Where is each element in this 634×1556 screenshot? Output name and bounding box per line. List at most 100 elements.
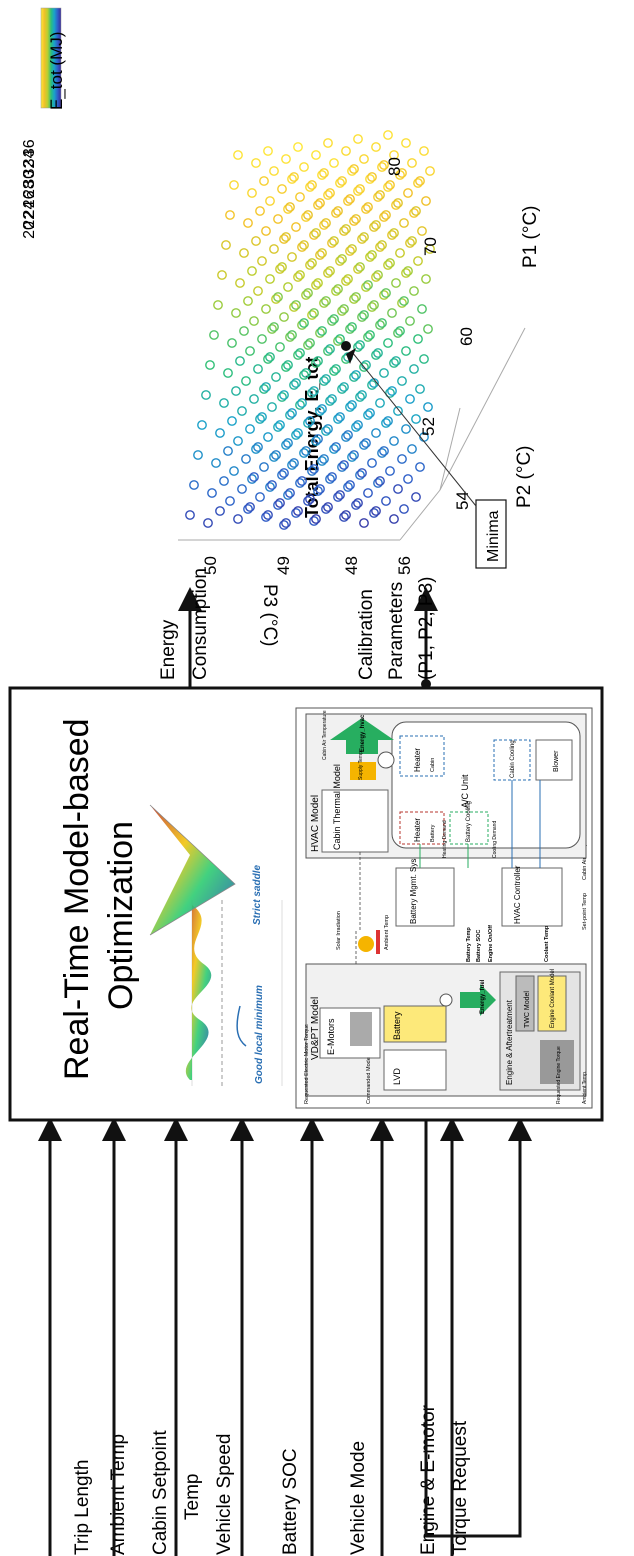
scatter-point [299, 240, 309, 250]
scatter-point [413, 178, 423, 188]
x-tick-70: 70 [421, 237, 440, 256]
scatter-point [321, 218, 331, 228]
scatter-point [327, 394, 337, 404]
scatter-point [305, 416, 315, 426]
scatter-point [355, 262, 365, 272]
scatter-point [277, 392, 287, 402]
scatter-point [395, 170, 405, 180]
scatter-point [189, 480, 199, 490]
scatter-point [401, 138, 411, 148]
scatter-point [367, 172, 377, 182]
scatter-point [263, 510, 273, 520]
scatter-point [389, 150, 399, 160]
scatter-point [337, 254, 347, 264]
scatter-point [201, 390, 211, 400]
scatter-point [283, 490, 293, 500]
scatter-point [383, 130, 393, 140]
scatter-point [393, 484, 403, 494]
input-ambient-temp: Ambient Temp [108, 1434, 129, 1555]
scatter-point [281, 232, 291, 242]
cabin-cooling-label: Cabin Cooling [510, 740, 516, 778]
scatter-point [267, 480, 277, 490]
scatter-point [381, 418, 391, 428]
scatter-point [291, 508, 301, 518]
x-tick-80: 80 [385, 157, 404, 176]
scatter-point [403, 266, 413, 276]
scatter-point [345, 246, 355, 256]
scatter-point [317, 326, 327, 336]
scatter-point [291, 222, 301, 232]
scatter-point [223, 368, 233, 378]
scatter-point [343, 430, 353, 440]
scatter-point [405, 394, 415, 404]
scatter-point [239, 248, 249, 258]
scatter-point [267, 324, 277, 334]
scatter-point [409, 286, 419, 296]
scatter-point [301, 446, 311, 456]
scatter-point [373, 192, 383, 202]
battery-cooling-label: Battery Cooling [466, 801, 472, 842]
scatter-point [289, 172, 299, 182]
scatter-point [313, 356, 323, 366]
lvd-label: LVD [392, 1068, 402, 1085]
scatter-point [197, 420, 207, 430]
scatter-point [341, 224, 351, 234]
scatter-point [293, 272, 303, 282]
scatter-point [227, 338, 237, 348]
in-commanded-mode: Commanded Mode [366, 1057, 372, 1104]
scatter-point [249, 316, 259, 326]
scatter-point [369, 300, 379, 310]
optimizer-title-line1: Real-Time Model-based [58, 718, 96, 1080]
scatter-point [235, 356, 245, 366]
scatter-point [237, 406, 247, 416]
scatter-point [241, 376, 251, 386]
heater-battery-block [399, 811, 445, 845]
scatter-point [373, 348, 383, 358]
coolant-temp-label: Coolant Temp [544, 925, 550, 962]
scatter-point [213, 300, 223, 310]
heating-demand-label: Heating Demand [442, 820, 448, 858]
scatter-point [299, 318, 309, 328]
scatter-point [237, 484, 247, 494]
scatter-point [253, 442, 263, 452]
cooling-demand-label: Cooling Demand [492, 821, 498, 858]
scatter-point [303, 210, 313, 220]
scatter-point [271, 372, 281, 382]
scatter-point [349, 450, 359, 460]
scatter-point [225, 496, 235, 506]
scatter-point [309, 230, 319, 240]
scatter-point [209, 330, 219, 340]
scatter-point [347, 452, 357, 462]
scatter-point [323, 502, 333, 512]
energy-fuel-label: Energy_fuel [480, 979, 486, 1014]
scatter-point [421, 196, 431, 206]
colorbar-tick-label: 28 [21, 180, 38, 198]
scatter-point [411, 492, 421, 502]
scatter-point [309, 308, 319, 318]
scatter-point [295, 400, 305, 410]
scatter-point [377, 448, 387, 458]
colorbar [40, 7, 62, 109]
scatter-point [249, 394, 259, 404]
hvac-controller-label: HVAC Controller [513, 865, 522, 924]
scatter-point [315, 484, 325, 494]
scatter-point [289, 458, 299, 468]
energy-hvac-label: Energy_hvac [360, 714, 366, 752]
input-torque-request: Torque Request [450, 1420, 471, 1555]
scatter-point [349, 216, 359, 226]
plot-axes [178, 327, 526, 541]
scatter-point [355, 392, 365, 402]
scatter-point [401, 424, 411, 434]
scatter-point [215, 506, 225, 516]
scatter-point [303, 418, 313, 428]
colorbar-tick-label: 36 [21, 139, 38, 157]
colorbar-label: E_tot (MJ) [47, 32, 66, 110]
scatter-point [267, 402, 277, 412]
heater-battery-sub: Battery [430, 824, 436, 842]
battery-temp-label: Battery Temp [466, 927, 472, 962]
scatter-point [415, 384, 425, 394]
scatter-point [233, 514, 243, 524]
scatter-point [301, 212, 311, 222]
scatter-point [333, 414, 343, 424]
